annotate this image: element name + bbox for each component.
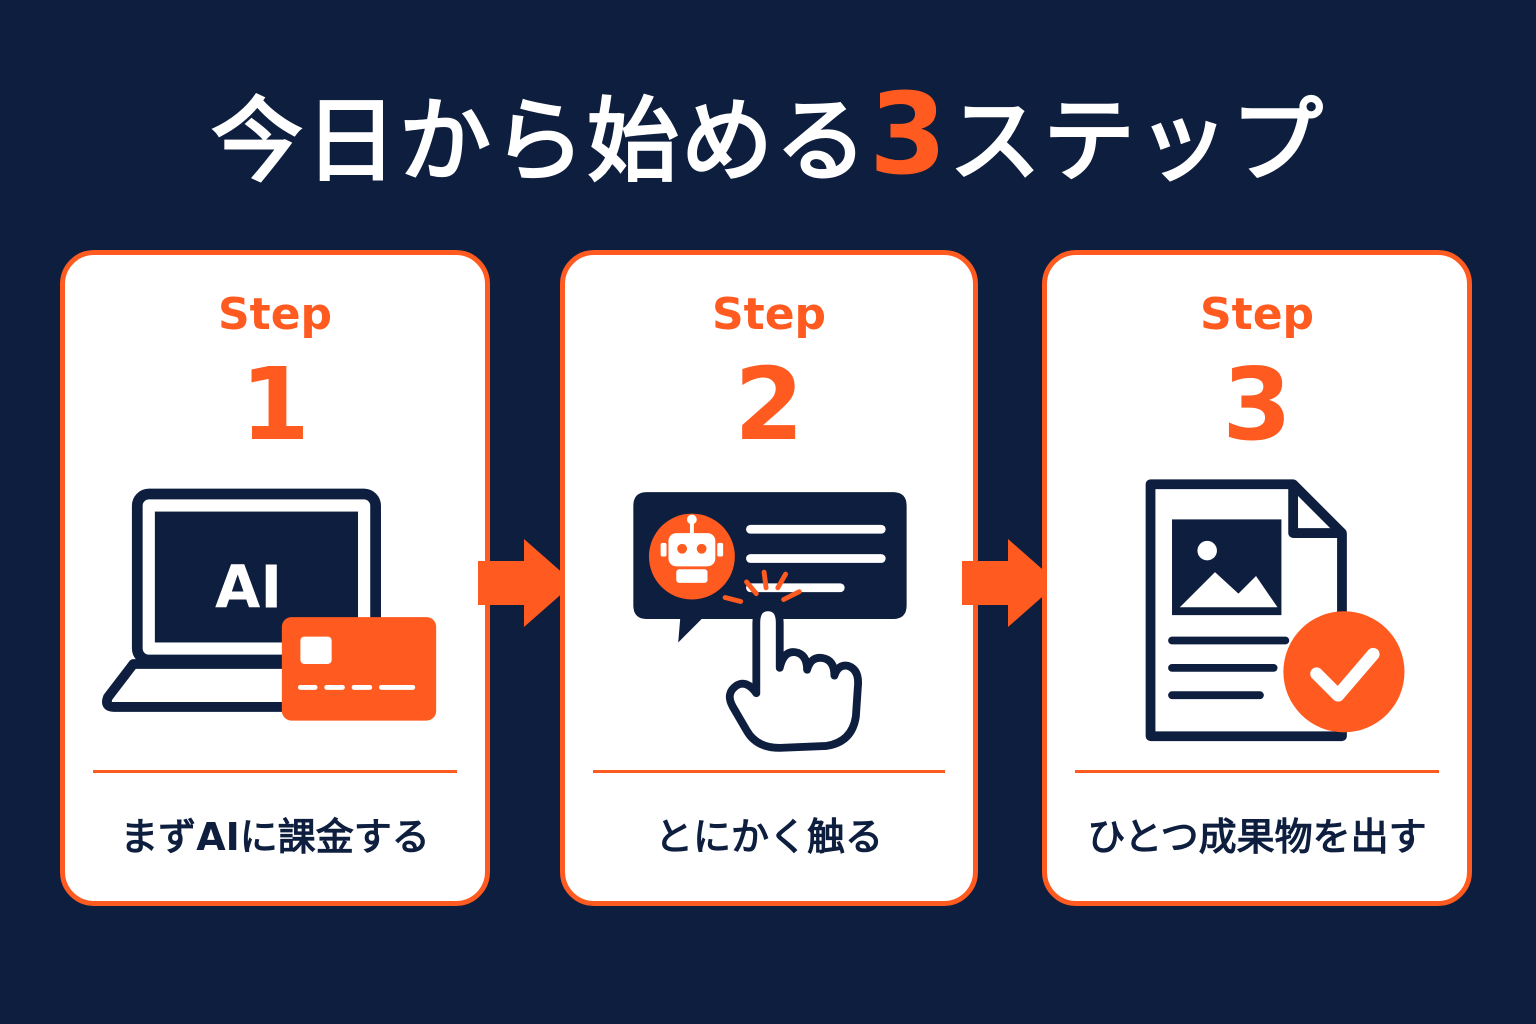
- image-icon: [1172, 519, 1282, 616]
- title-tail: ステップ: [948, 88, 1325, 195]
- title-accent-number: 3: [869, 70, 949, 200]
- divider: [593, 770, 945, 773]
- ai-badge-text: AI: [215, 553, 282, 621]
- credit-card-icon: [281, 617, 437, 721]
- step-caption: とにかく触る: [654, 815, 883, 859]
- robot-icon: [648, 513, 735, 600]
- step-label: Step: [217, 289, 333, 340]
- chat-robot-tap-icon: [565, 475, 973, 765]
- pointer-hand-icon: [722, 569, 862, 752]
- divider: [1075, 770, 1439, 773]
- step-caption: ひとつ成果物を出す: [1087, 815, 1427, 859]
- step-number: 3: [1222, 346, 1292, 463]
- laptop-card-icon: AI: [65, 475, 485, 765]
- step-number: 2: [734, 346, 804, 463]
- document-check-icon: [1047, 475, 1467, 765]
- checkmark-icon: [1283, 611, 1405, 733]
- step-card-3: Step 3 ひとつ成果物を出す: [1042, 250, 1472, 906]
- arrow-right-icon: [474, 535, 578, 631]
- divider: [93, 770, 457, 773]
- title-main: 今日から始める: [211, 88, 870, 195]
- arrow-right-icon: [958, 535, 1062, 631]
- step-caption: まずAIに課金する: [120, 815, 430, 859]
- step-card-1: Step 1 AI まずAIに課金する: [60, 250, 490, 906]
- step-number: 1: [240, 346, 310, 463]
- page-title: 今日から始める3ステップ: [0, 70, 1536, 207]
- step-card-2: Step 2: [560, 250, 978, 906]
- step-label: Step: [711, 289, 827, 340]
- step-label: Step: [1199, 289, 1315, 340]
